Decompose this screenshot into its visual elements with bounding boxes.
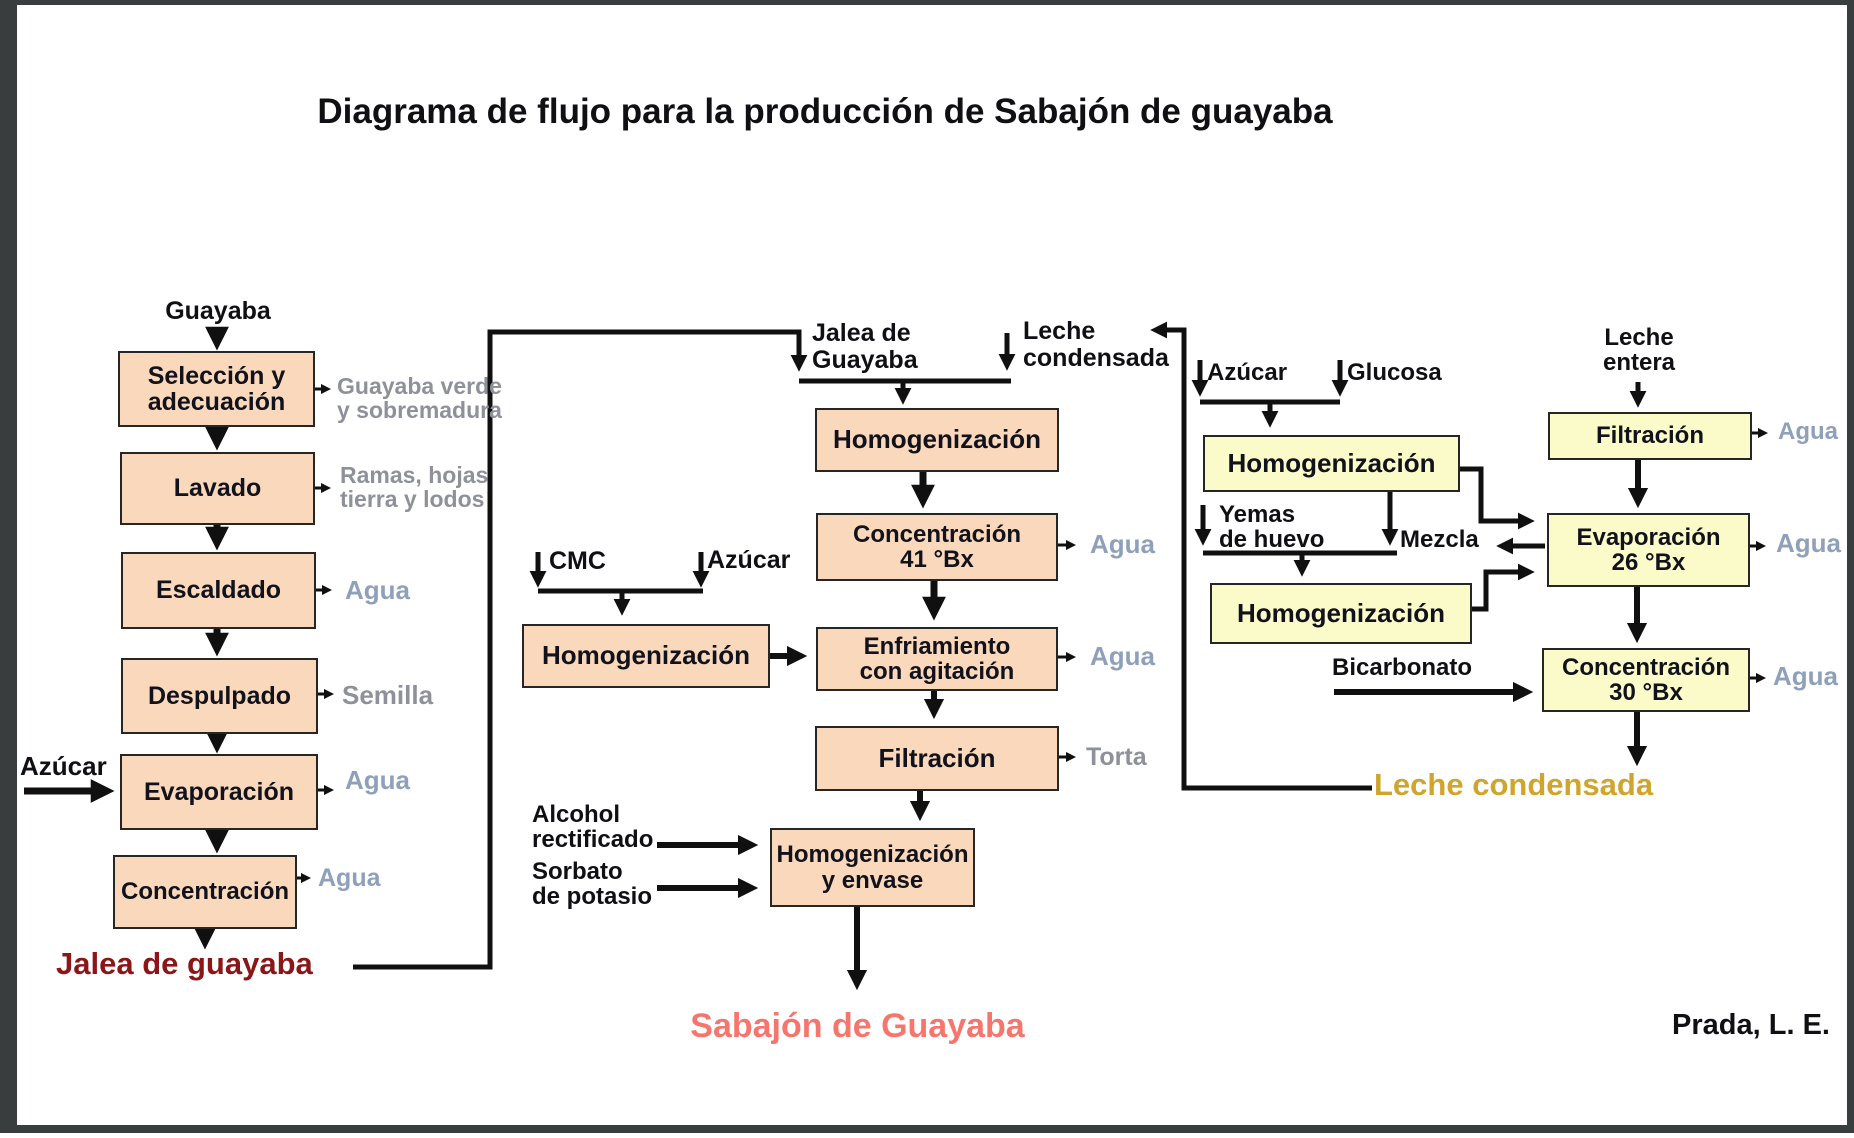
- output-agua-conc41: Agua: [1090, 529, 1155, 559]
- input-azucar-right: Azúcar: [1207, 359, 1288, 386]
- input-azucar-mid: Azúcar: [707, 546, 791, 574]
- output-ramas: Ramas, hojas tierra y lodos: [340, 462, 489, 513]
- output-agua-concentracion: Agua: [318, 864, 381, 892]
- output-semilla: Semilla: [342, 680, 434, 710]
- product-jalea-de-guayaba: Jalea de guayaba: [56, 946, 313, 981]
- process-concentracion-41bx: Concentración 41 °Bx: [816, 513, 1058, 581]
- input-sorbato: Sorbato de potasio: [532, 858, 653, 911]
- process-homogenizacion-mid: Homogenización: [815, 408, 1059, 472]
- frame-bottom: [0, 1125, 1854, 1133]
- process-filtracion-mid: Filtración: [815, 726, 1059, 791]
- input-guayaba: Guayaba: [165, 297, 271, 325]
- frame-left: [0, 0, 17, 1133]
- process-evaporacion-26bx: Evaporación 26 °Bx: [1547, 513, 1750, 587]
- input-cmc: CMC: [549, 547, 606, 575]
- frame-right: [1847, 0, 1854, 1133]
- output-agua-concentracion-milk: Agua: [1773, 661, 1838, 691]
- product-leche-condensada: Leche condensada: [1374, 767, 1654, 802]
- process-evaporacion-jelly: Evaporación: [120, 754, 318, 830]
- input-leche-condensada-middle: Leche condensada: [1023, 317, 1169, 372]
- input-leche-entera: Leche entera: [1602, 324, 1676, 377]
- process-seleccion-adecuacion: Selección y adecuación: [118, 351, 315, 427]
- process-filtracion-milk: Filtración: [1548, 412, 1752, 460]
- output-torta: Torta: [1086, 743, 1147, 771]
- process-concentracion-jelly: Concentración: [113, 855, 297, 929]
- output-guayaba-verde: Guayaba verde y sobremadura: [337, 373, 502, 424]
- input-azucar-left: Azúcar: [20, 751, 107, 781]
- process-homogenizacion-cmc: Homogenización: [522, 624, 770, 688]
- process-enfriamiento: Enfriamiento con agitación: [816, 627, 1058, 691]
- output-agua-evaporacion-milk: Agua: [1776, 528, 1841, 558]
- input-bicarbonato: Bicarbonato: [1332, 654, 1473, 681]
- process-escaldado: Escaldado: [121, 552, 316, 629]
- connector-jalea-to-middle: [353, 329, 808, 970]
- output-agua-filtracion: Agua: [1778, 418, 1838, 445]
- process-homogenizacion-egg: Homogenización: [1210, 583, 1472, 644]
- output-agua-enfriamiento: Agua: [1090, 641, 1155, 671]
- output-agua-evaporacion: Agua: [345, 765, 410, 795]
- process-lavado: Lavado: [120, 452, 315, 525]
- process-concentracion-30bx: Concentración 30 °Bx: [1542, 648, 1750, 712]
- process-despulpado: Despulpado: [121, 658, 318, 734]
- input-alcohol: Alcohol rectificado: [532, 801, 654, 854]
- process-homogenizacion-envase: Homogenización y envase: [770, 828, 975, 907]
- input-jalea-middle: Jalea de Guayaba: [812, 319, 918, 374]
- output-agua-escaldado: Agua: [345, 575, 410, 605]
- label-mezcla: Mezcla: [1400, 526, 1479, 553]
- connector-lechecond-to-middle: [1150, 321, 1372, 791]
- process-homogenizacion-sugar: Homogenización: [1203, 435, 1460, 492]
- frame-top: [0, 0, 1854, 5]
- connector-homog2-evaporacion: [1467, 563, 1535, 612]
- input-yemas: Yemas de huevo: [1219, 501, 1325, 554]
- connector-homog1-evaporacion: [1455, 466, 1535, 530]
- input-glucosa: Glucosa: [1347, 359, 1442, 386]
- page-title: Diagrama de flujo para la producción de …: [317, 92, 1333, 131]
- credit: Prada, L. E.: [1672, 1009, 1830, 1041]
- product-sabajon: Sabajón de Guayaba: [690, 1007, 1025, 1045]
